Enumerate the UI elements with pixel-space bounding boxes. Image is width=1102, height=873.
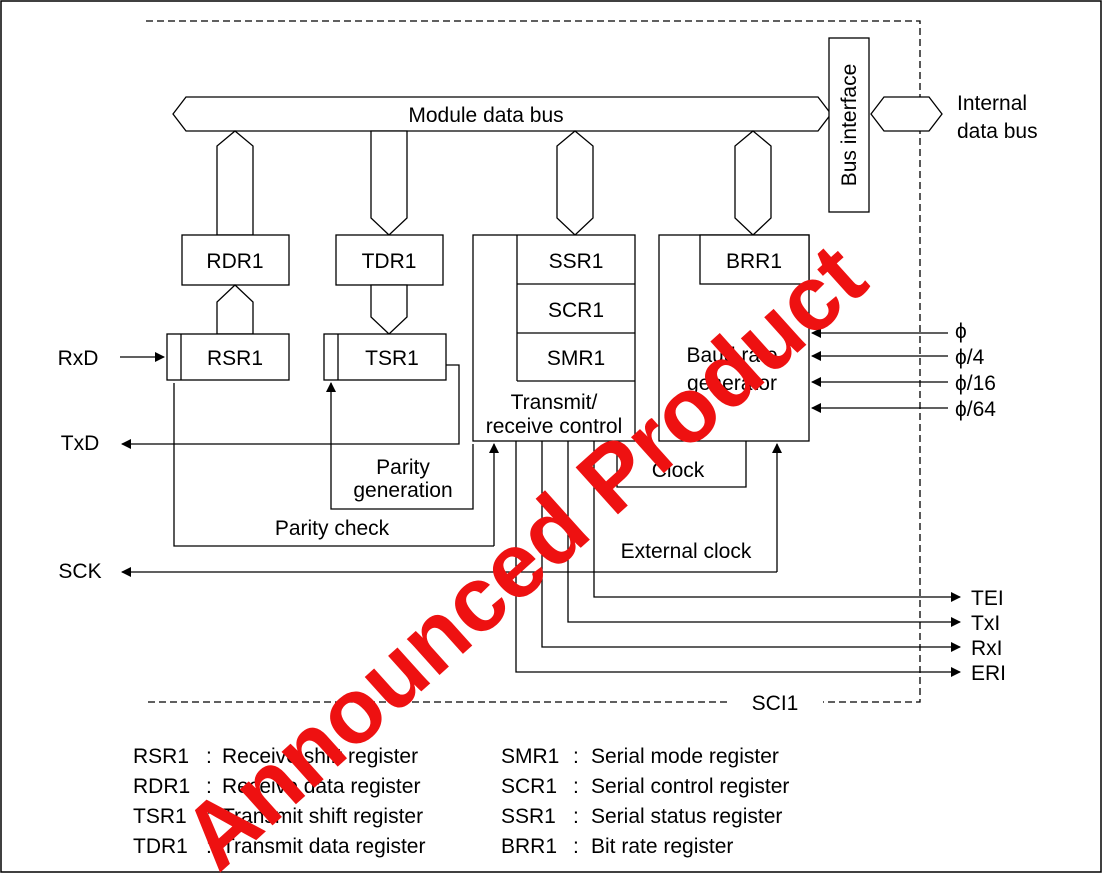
legend-abbr: RDR1: [133, 775, 190, 798]
legend-sep: :: [573, 775, 579, 798]
rxi-line: [541, 441, 961, 652]
legend-abbr: SSR1: [501, 805, 556, 828]
txd-line: [121, 364, 460, 449]
rsr1-register: [166, 333, 290, 381]
legend-desc: Receive shift register: [222, 745, 418, 768]
internal-data-bus-label-2: data bus: [957, 120, 1038, 143]
clock-line: [612, 441, 747, 488]
clock-input-phi-64: ϕ/64: [955, 398, 996, 421]
brr1-label: BRR1: [726, 250, 782, 273]
legend-desc: Serial status register: [591, 805, 782, 828]
sck-pin-label: SCK: [58, 560, 101, 583]
rsr1-label: RSR1: [207, 347, 263, 370]
rxi-label: RxI: [971, 637, 1003, 660]
tdr1-bus-connector: [370, 130, 408, 236]
legend-abbr: BRR1: [501, 835, 557, 858]
txi-line: [567, 441, 961, 627]
parity-check-line: [173, 383, 494, 547]
legend-sep: :: [206, 775, 212, 798]
sci1-label: SCI1: [752, 692, 799, 715]
tsr1-register: [323, 333, 447, 381]
legend-abbr: SMR1: [501, 745, 559, 768]
txd-pin-label: TxD: [61, 432, 100, 455]
legend-sep: :: [206, 805, 212, 828]
clock-label: Clock: [652, 459, 705, 482]
eri-label: ERI: [971, 662, 1006, 685]
legend-desc: Serial mode register: [591, 745, 779, 768]
txi-label: TxI: [971, 612, 1000, 635]
eri-line: [515, 441, 961, 677]
smr1-label: SMR1: [547, 347, 605, 370]
ssr1-bus-connector: [556, 130, 594, 236]
legend-abbr: TDR1: [133, 835, 188, 858]
clock-input-phi-4: ϕ/4: [955, 346, 985, 369]
tdr1-to-tsr1-connector: [370, 284, 408, 335]
baud-label-1: Baud rate: [686, 344, 777, 367]
internal-data-bus-label-1: Internal: [957, 92, 1027, 115]
legend-sep: :: [573, 805, 579, 828]
legend-abbr: RSR1: [133, 745, 189, 768]
bus-interface-label: Bus interface: [838, 64, 861, 187]
rdr1-register: [181, 234, 290, 286]
baud-label-2: generator: [687, 372, 777, 395]
legend-desc: Transmit shift register: [222, 805, 423, 828]
trc-label-1: Transmit/: [511, 391, 598, 414]
legend-sep: :: [206, 745, 212, 768]
rxd-pin-label: RxD: [58, 347, 99, 370]
legend-abbr: SCR1: [501, 775, 557, 798]
scr1-label: SCR1: [548, 299, 604, 322]
legend-sep: :: [206, 835, 212, 858]
sci1-boundary: [146, 20, 921, 703]
legend-abbr: TSR1: [133, 805, 187, 828]
tei-label: TEI: [971, 587, 1004, 610]
legend-sep: :: [573, 835, 579, 858]
module-data-bus-label: Module data bus: [408, 104, 563, 127]
parity-generation-label-1: Parity: [376, 456, 430, 479]
rdr1-bus-connector: [216, 130, 254, 236]
ssr1-label: SSR1: [549, 250, 604, 273]
legend-desc: Serial control register: [591, 775, 789, 798]
tei-line: [593, 441, 961, 602]
tdr1-register: [335, 234, 444, 286]
brr1-register: [699, 234, 810, 285]
tsr1-label: TSR1: [365, 347, 419, 370]
rdr1-label: RDR1: [206, 250, 263, 273]
legend: RSR1 : Receive shift register RDR1 : Rec…: [133, 745, 789, 858]
bus-interface: [828, 37, 870, 213]
internal-data-bus: [870, 96, 943, 132]
transmit-receive-control: [472, 234, 636, 442]
clock-input-phi: ϕ: [955, 320, 967, 343]
parity-generation-line: [326, 382, 474, 510]
trc-label-2: receive control: [486, 415, 623, 438]
brr1-bus-connector: [734, 130, 772, 236]
parity-generation-label-2: generation: [353, 479, 452, 502]
legend-desc: Bit rate register: [591, 835, 733, 858]
legend-desc: Transmit data register: [222, 835, 425, 858]
parity-check-label: Parity check: [275, 517, 390, 540]
clock-input-phi-16: ϕ/16: [955, 372, 996, 395]
tdr1-label: TDR1: [362, 250, 417, 273]
legend-sep: :: [573, 745, 579, 768]
external-clock-label: External clock: [621, 540, 752, 563]
legend-desc: Receive data register: [222, 775, 420, 798]
